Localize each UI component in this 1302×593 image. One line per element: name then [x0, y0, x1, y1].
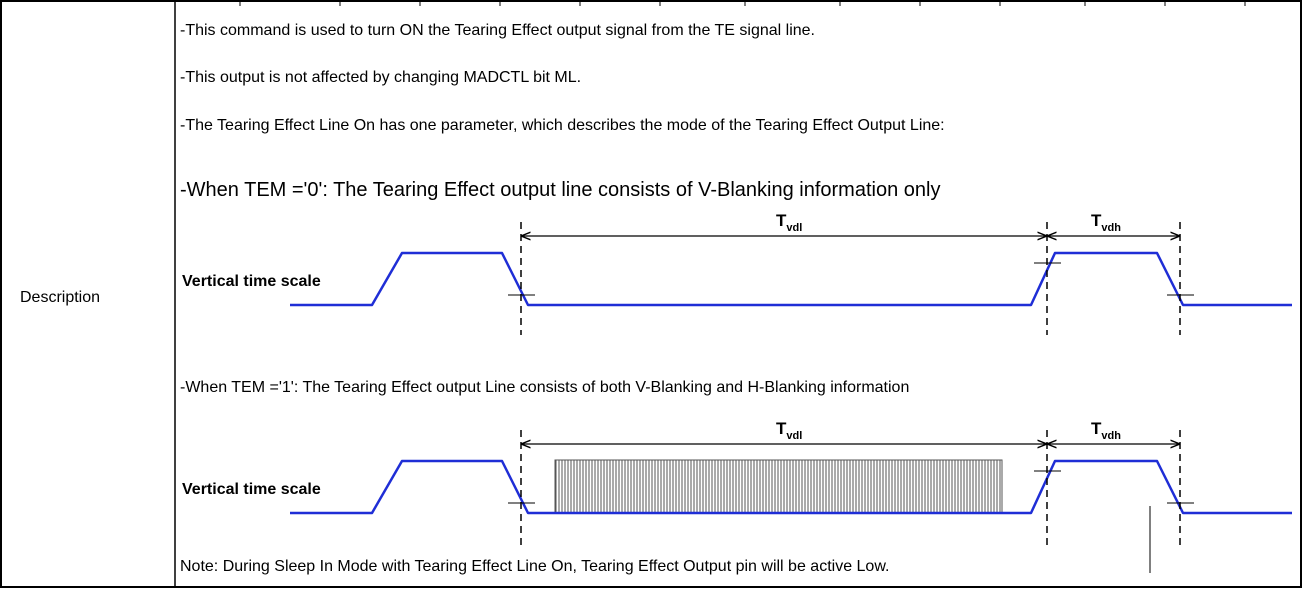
tvdh-label: Tvdh — [1091, 211, 1121, 234]
tvdl-label: Tvdl — [776, 419, 802, 442]
tvdl-label: Tvdl — [776, 211, 802, 234]
tem1-description: -When TEM ='1': The Tearing Effect outpu… — [180, 379, 910, 396]
tem0-description: -When TEM ='0': The Tearing Effect outpu… — [180, 179, 941, 201]
description-line-2: -This output is not affected by changing… — [180, 69, 582, 86]
te-signal-waveform — [290, 251, 1292, 307]
description-line-3: -The Tearing Effect Line On has one para… — [180, 117, 945, 134]
row-label-description: Description — [20, 289, 101, 306]
tvdh-label: Tvdh — [1091, 419, 1121, 442]
description-line-1: -This command is used to turn ON the Tea… — [180, 22, 815, 39]
vertical-time-scale-label: Vertical time scale — [182, 481, 321, 498]
vertical-time-scale-label: Vertical time scale — [182, 273, 321, 290]
te-signal-waveform — [290, 459, 1292, 515]
timing-diagram-tem1: Tvdl Tvdh Vertical time scale — [182, 419, 1292, 573]
timing-diagram-tem0: Tvdl Tvdh Vertical time scale — [182, 211, 1292, 335]
sleep-mode-note: Note: During Sleep In Mode with Tearing … — [180, 558, 890, 575]
hblank-hatched-region — [554, 459, 1003, 514]
